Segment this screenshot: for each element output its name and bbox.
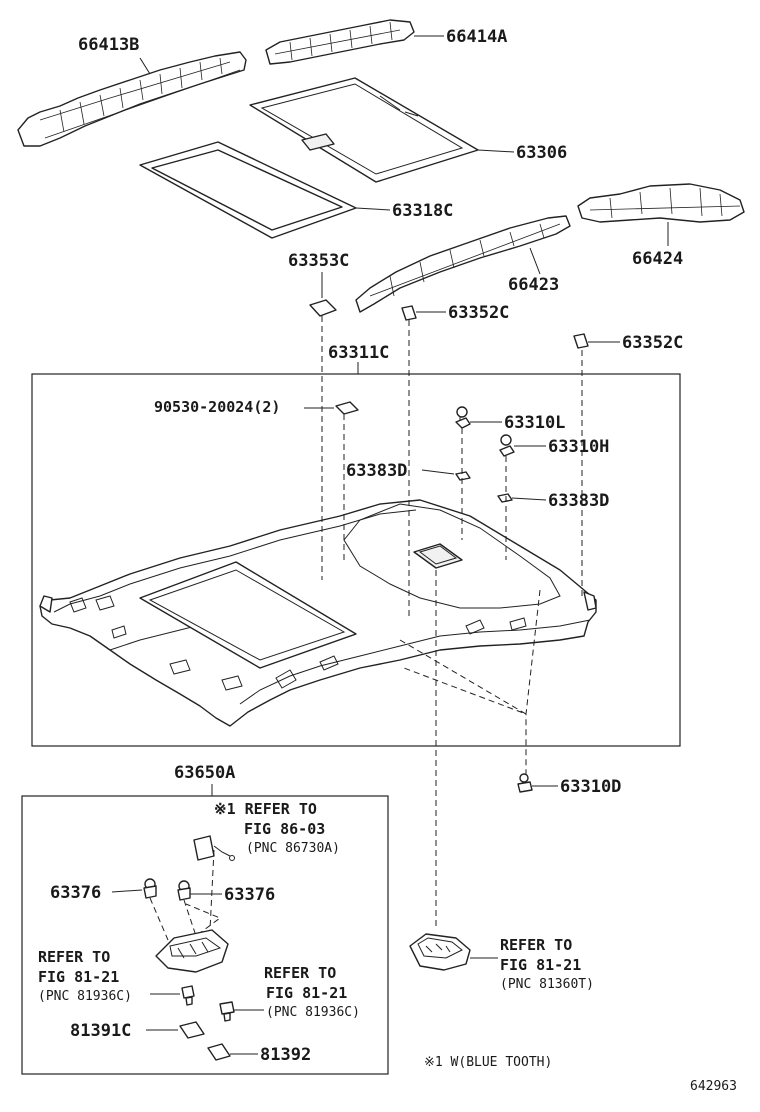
label-63318C: 63318C (392, 201, 453, 221)
part-63383D-pad-b (497, 493, 513, 503)
part-90530-20024-pad (335, 401, 359, 415)
note-ref2-line3: (PNC 81936C) (38, 989, 132, 1004)
part-63353C-pad (309, 299, 337, 317)
part-63376-clip-a (143, 878, 157, 899)
label-81391C: 81391C (70, 1021, 131, 1041)
note-ref3-line2: FIG 81-21 (266, 984, 347, 1002)
footnote-bluetooth: ※1 W(BLUE TOOTH) (424, 1055, 552, 1070)
part-bulb-b (219, 1001, 235, 1022)
part-63306-sunshade (249, 77, 479, 183)
label-63376-a: 63376 (50, 883, 101, 903)
dashline-console (399, 639, 527, 715)
part-bulb-a (181, 985, 195, 1006)
part-63311C-headliner (39, 499, 597, 727)
part-63352C-clip-a (401, 305, 417, 321)
note-ref4-line1: REFER TO (500, 936, 572, 954)
note-ref3-line3: (PNC 81936C) (266, 1005, 360, 1020)
part-66423-rail (355, 215, 571, 313)
label-63352C-b: 63352C (622, 333, 683, 353)
label-63376-b: 63376 (224, 885, 275, 905)
part-map-lamp (409, 933, 471, 971)
part-63376-clip-b (177, 880, 191, 901)
label-63311C: 63311C (328, 343, 389, 363)
note-ref1-line3: (PNC 86730A) (246, 841, 340, 856)
label-63310H: 63310H (548, 437, 609, 457)
label-66414A: 66414A (446, 27, 507, 47)
part-63310H-clip (499, 434, 515, 457)
part-63383D-pad-a (455, 471, 471, 481)
note-ref3-line1: REFER TO (264, 964, 336, 982)
dashline-bt (209, 849, 215, 931)
label-63310L: 63310L (504, 413, 565, 433)
dashline-63376-a (149, 897, 169, 941)
label-63352C-a: 63352C (448, 303, 509, 323)
note-ref1-line2: FIG 86-03 (244, 820, 325, 838)
part-63352C-clip-b (573, 333, 589, 349)
label-63306: 63306 (516, 143, 567, 163)
label-63383D-b: 63383D (548, 491, 609, 511)
note-ref4-line3: (PNC 81360T) (500, 977, 594, 992)
label-63310D: 63310D (560, 777, 621, 797)
part-63310D-clip (517, 773, 533, 793)
label-63383D-a: 63383D (346, 461, 407, 481)
console-assembly-box (21, 795, 389, 1075)
part-63318C-frame (139, 141, 357, 239)
part-81391C-lens (179, 1021, 205, 1039)
label-63650A: 63650A (174, 763, 235, 783)
note-ref2-line1: REFER TO (38, 948, 110, 966)
label-66413B: 66413B (78, 35, 139, 55)
part-roof-console-lamp (155, 929, 229, 973)
label-90530-20024: 90530-20024(2) (154, 398, 280, 416)
part-66414A-rail (265, 19, 415, 65)
part-63310L-clip (455, 406, 471, 429)
headliner-assembly-box (31, 373, 681, 747)
dashline-63376-b (183, 899, 222, 937)
label-81392: 81392 (260, 1045, 311, 1065)
part-bluetooth-module (193, 835, 235, 861)
note-ref1-line1: ※1 REFER TO (214, 800, 317, 818)
part-81392-lens (207, 1043, 231, 1061)
figure-id: 642963 (690, 1079, 737, 1094)
label-66424: 66424 (632, 249, 683, 269)
label-66423: 66423 (508, 275, 559, 295)
note-ref4-line2: FIG 81-21 (500, 956, 581, 974)
note-ref2-line2: FIG 81-21 (38, 968, 119, 986)
label-63353C: 63353C (288, 251, 349, 271)
dashline-63310D (525, 589, 541, 774)
part-66413B-rail (17, 51, 247, 147)
part-66424-rail (577, 183, 745, 223)
